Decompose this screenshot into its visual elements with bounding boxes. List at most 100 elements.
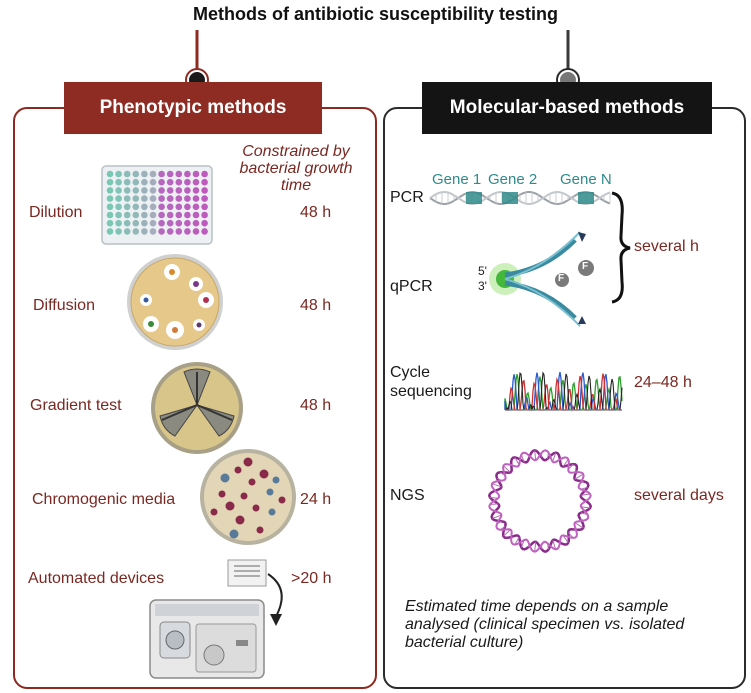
plate-well (175, 178, 183, 186)
plate-well (175, 211, 183, 219)
ring-rung (510, 463, 513, 466)
ring-rung (573, 469, 577, 473)
plate-well (192, 228, 200, 235)
ring-rung (514, 536, 520, 545)
colony (218, 490, 226, 498)
plate-well (123, 195, 131, 202)
gradient-dish-icon (151, 362, 243, 454)
plate-well (115, 187, 122, 194)
plate-well (192, 219, 200, 227)
ring-rung (500, 525, 506, 531)
plate-well (201, 187, 208, 194)
plate-well (141, 170, 148, 178)
ring-rung (580, 486, 588, 490)
plate-well (123, 211, 131, 219)
plate-well (175, 219, 183, 227)
ring-rung (567, 463, 574, 470)
plate-well (166, 203, 174, 211)
colony (240, 492, 248, 500)
plate-well (123, 170, 131, 178)
ring-rung (580, 506, 591, 509)
diffusion-dish-icon (127, 254, 223, 350)
main-title: Methods of antibiotic susceptibility tes… (192, 4, 559, 24)
colony (234, 466, 242, 474)
cycle-sequencing-time: 24–48 h (634, 374, 692, 391)
plate-well (201, 195, 208, 202)
colony (268, 508, 276, 516)
colony (256, 526, 264, 534)
diffusion-time: 48 h (300, 297, 332, 314)
cycle-sequencing-label-1: Cycle (390, 364, 431, 381)
plate-well (149, 228, 157, 235)
plate-well (123, 178, 131, 186)
ring-rung (496, 477, 502, 482)
plate-well (184, 228, 191, 235)
plate-well (149, 178, 157, 186)
ring-rung (489, 503, 499, 505)
plate-well (166, 211, 174, 219)
ngs-label: NGS (390, 487, 425, 504)
gene-n-label: Gene N (560, 171, 612, 188)
plate-well (201, 170, 208, 178)
colony (266, 488, 274, 496)
quencher-label: F (558, 273, 565, 284)
plate-well (106, 203, 114, 211)
plate-well (184, 219, 191, 227)
plate-well (149, 195, 157, 202)
chromatogram-icon (504, 371, 623, 412)
ring-rung (520, 454, 525, 463)
plate-well (132, 228, 140, 235)
colony (252, 504, 260, 512)
growth-constraint-note: Constrained by bacterial growth time (239, 143, 353, 194)
gene-1-label: Gene 1 (432, 171, 482, 188)
plate-well (166, 219, 174, 227)
plate-well (106, 187, 114, 194)
plate-well (132, 219, 140, 227)
chromogenic-media-label: Chromogenic media (32, 491, 176, 508)
plate-well (115, 211, 122, 219)
ring-rung (520, 539, 525, 548)
plate-well (166, 170, 174, 178)
plate-well (158, 178, 165, 186)
plate-well (132, 211, 140, 219)
ring-rung (534, 541, 537, 552)
plate-well (184, 211, 191, 219)
ring-rung (528, 454, 530, 458)
plate-well (201, 178, 208, 186)
plate-well (132, 178, 140, 186)
plate-well (166, 195, 174, 202)
plate-well (106, 178, 114, 186)
plate-well (192, 203, 200, 211)
plate-well (149, 187, 157, 194)
plate-well (141, 228, 148, 235)
ring-rung (489, 497, 499, 499)
plate-well (158, 228, 165, 235)
plate-well (184, 170, 191, 178)
ring-rung (496, 520, 502, 525)
plate-well (132, 170, 140, 178)
ring-rung (580, 493, 591, 496)
plate-well (201, 203, 208, 211)
colony (243, 457, 253, 467)
plate-well (175, 170, 183, 178)
ring-rung (528, 544, 530, 548)
colony (220, 473, 230, 483)
strand-5-prime: 5' (478, 264, 487, 278)
plate-well (123, 187, 131, 194)
plate-well (166, 187, 174, 194)
plate-well (115, 219, 122, 227)
plate-well (132, 187, 140, 194)
plate-well (132, 203, 140, 211)
molecular-header: Molecular-based methods (422, 82, 712, 134)
ring-rung (579, 481, 585, 484)
ring-rung (546, 543, 550, 550)
gradient-test-label: Gradient test (30, 397, 122, 414)
ring-rung (500, 471, 506, 477)
plate-well (184, 195, 191, 202)
chromogenic-media-time: 24 h (300, 491, 332, 508)
plate-well (175, 228, 183, 235)
ring-rung (491, 483, 502, 488)
plate-well (201, 211, 208, 219)
microplate-icon (101, 165, 213, 245)
plate-well (141, 203, 148, 211)
